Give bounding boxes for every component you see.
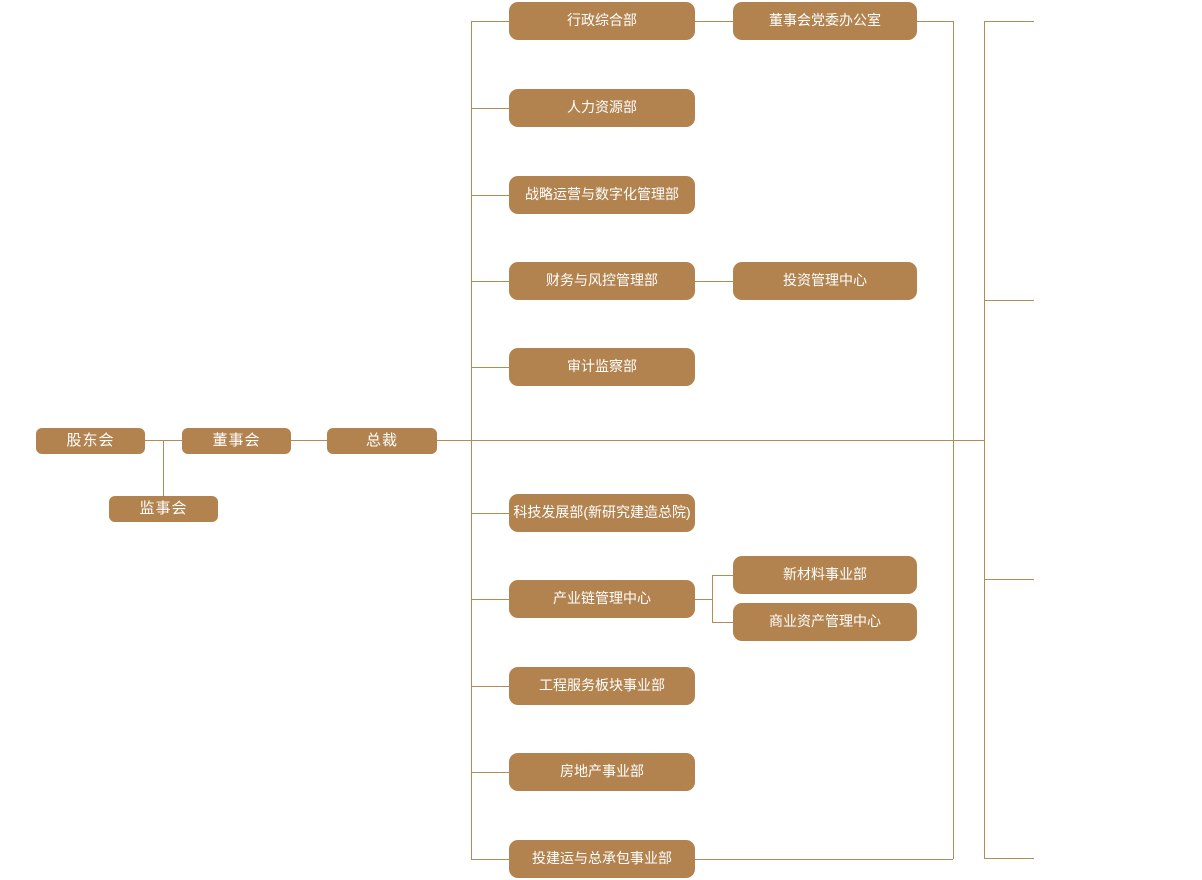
node-shareholders: 股东会 — [36, 428, 145, 454]
right-stub-row4 — [984, 858, 1034, 859]
node-sub-party-office: 董事会党委办公室 — [733, 2, 917, 40]
right-stub-row1 — [984, 21, 1034, 22]
connector-admin-party-office — [695, 21, 733, 22]
left-trunk-vertical — [471, 21, 472, 859]
connector-party-office-right — [917, 21, 953, 22]
node-dept-finance-risk: 财务与风控管理部 — [509, 262, 695, 300]
connector-new-materials-stub — [712, 575, 733, 576]
connector-invest-build-right — [695, 859, 953, 860]
right-stub-row3 — [984, 579, 1034, 580]
node-dept-real-estate: 房地产事业部 — [509, 753, 695, 791]
node-dept-admin: 行政综合部 — [509, 2, 695, 40]
connector-trunk-tech — [471, 513, 509, 514]
node-supervisory: 监事会 — [109, 496, 218, 522]
connector-trunk-hr — [471, 108, 509, 109]
right-stub-row2 — [984, 300, 1034, 301]
node-board: 董事会 — [182, 428, 291, 454]
node-dept-invest-build-epc: 投建运与总承包事业部 — [509, 840, 695, 878]
node-dept-hr: 人力资源部 — [509, 89, 695, 127]
connector-trunk-industry-chain — [471, 599, 509, 600]
connector-supervisory-drop — [163, 440, 164, 496]
connector-trunk-real-estate — [471, 772, 509, 773]
right-vertical-outer — [984, 21, 985, 859]
connector-trunk-admin — [471, 21, 509, 22]
connector-trunk-audit — [471, 367, 509, 368]
connector-finance-investment-center — [695, 281, 733, 282]
connector-industry-chain-stem — [695, 599, 712, 600]
node-president: 总裁 — [327, 428, 437, 454]
node-sub-new-materials: 新材料事业部 — [733, 556, 917, 594]
main-trunk-horizontal — [437, 440, 984, 441]
node-dept-audit: 审计监察部 — [509, 348, 695, 386]
node-dept-engineering-services: 工程服务板块事业部 — [509, 667, 695, 705]
node-dept-industry-chain: 产业链管理中心 — [509, 580, 695, 618]
connector-trunk-finance — [471, 281, 509, 282]
connector-trunk-strategy — [471, 195, 509, 196]
node-dept-tech-development: 科技发展部(新研究建造总院) — [509, 494, 695, 532]
node-dept-strategy-digital: 战略运营与数字化管理部 — [509, 176, 695, 214]
node-sub-commercial-assets: 商业资产管理中心 — [733, 603, 917, 641]
connector-trunk-invest-build — [471, 859, 509, 860]
connector-trunk-engineering — [471, 686, 509, 687]
connector-industry-chain-vertical — [712, 575, 713, 623]
connector-board-president — [291, 440, 327, 441]
node-sub-investment-center: 投资管理中心 — [733, 262, 917, 300]
connector-commercial-assets-stub — [712, 622, 733, 623]
right-vertical-inner — [953, 21, 954, 859]
